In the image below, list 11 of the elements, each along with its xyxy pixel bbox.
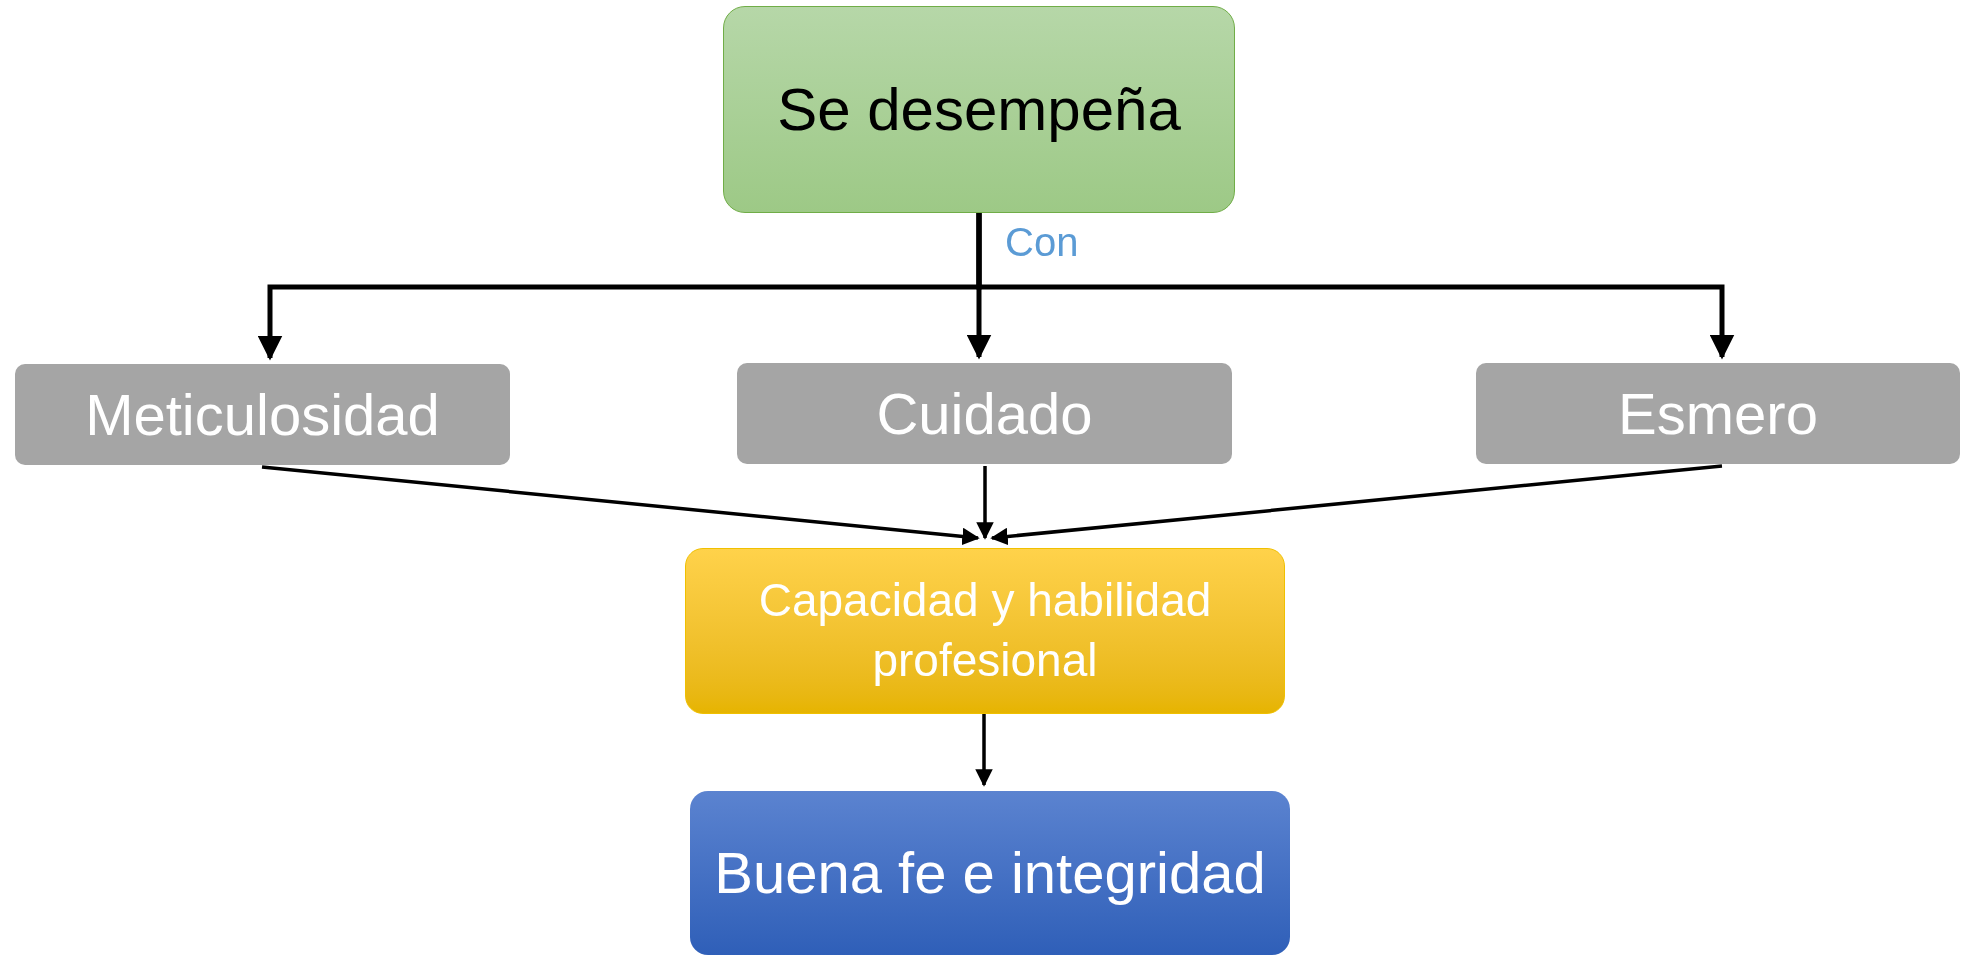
process-box: Esmero [1476, 363, 1960, 464]
arrow [261, 465, 980, 546]
arrow [975, 714, 993, 787]
process-box: Cuidado [737, 363, 1232, 464]
process-box: Buena fe e integridad [690, 791, 1290, 955]
process-box: Meticulosidad [15, 364, 510, 465]
arrow [976, 466, 994, 540]
arrow [976, 213, 1735, 360]
process-box: Capacidad y habilidad profesional [685, 548, 1285, 714]
process-box: Se desempeña [723, 6, 1235, 213]
arrow [990, 464, 1723, 546]
